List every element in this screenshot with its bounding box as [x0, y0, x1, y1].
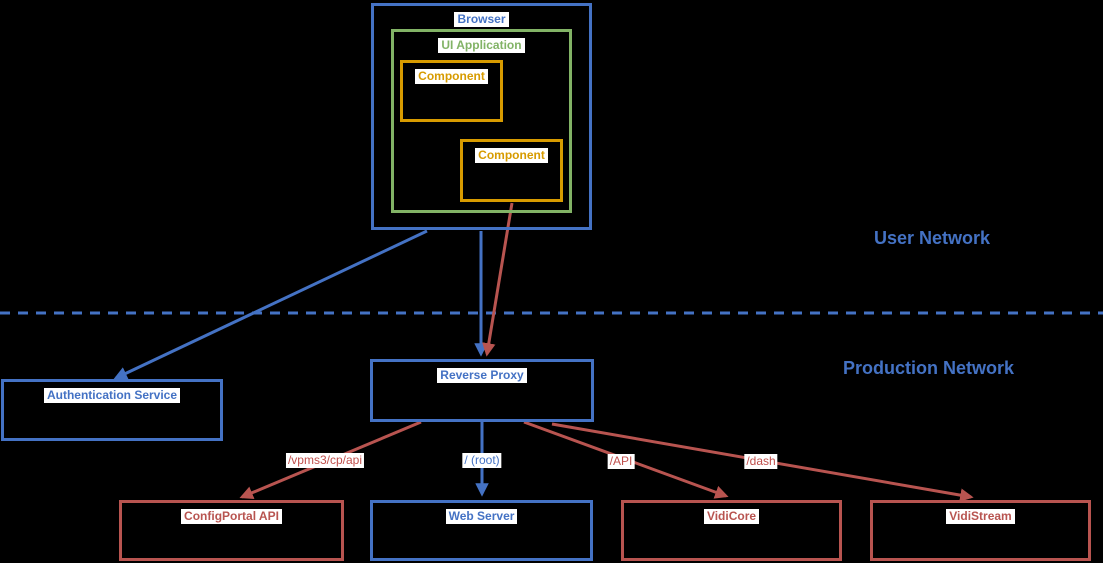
vidicore-node: VidiCore [621, 500, 842, 561]
edge-label-vpms3-cp-api: /vpms3/cp/api [285, 453, 365, 468]
production-network-zone-label: Production Network [843, 358, 1015, 378]
configportal-api-title: ConfigPortal API [122, 507, 341, 525]
ui-application-title: UI Application [394, 36, 569, 54]
browser-title: Browser [374, 10, 589, 28]
reverse-proxy-label: Reverse Proxy [437, 368, 527, 383]
component-bottom-label: Component [475, 148, 548, 163]
configportal-api-node: ConfigPortal API [119, 500, 344, 561]
web-server-label: Web Server [445, 509, 518, 524]
browser-node: Browser [371, 3, 592, 230]
reverse-proxy-title: Reverse Proxy [373, 366, 591, 384]
vidistream-label: VidiStream [946, 509, 1015, 524]
ui-application-node: UI Application [391, 29, 572, 213]
component-top-title: Component [403, 67, 500, 85]
edge-label-root: / (root) [462, 453, 502, 468]
browser-label: Browser [454, 12, 509, 27]
web-server-node: Web Server [370, 500, 593, 561]
component-top-label: Component [415, 69, 488, 84]
edge-label-dash: /dash [744, 454, 778, 469]
edge-label-api: /API [607, 454, 635, 469]
user-network-zone-label: User Network [874, 228, 991, 248]
authentication-service-node: Authentication Service [1, 379, 223, 441]
vidistream-title: VidiStream [873, 507, 1088, 525]
ui-application-label: UI Application [438, 38, 525, 53]
vidicore-label: VidiCore [703, 509, 760, 524]
component-top-node: Component [400, 60, 503, 122]
component-bottom-title: Component [463, 146, 560, 164]
vidistream-node: VidiStream [870, 500, 1091, 561]
reverse-proxy-node: Reverse Proxy [370, 359, 594, 422]
authentication-service-label: Authentication Service [43, 388, 181, 403]
arrow-browser-to-authservice [113, 229, 428, 380]
vidicore-title: VidiCore [624, 507, 839, 525]
web-server-title: Web Server [373, 507, 590, 525]
component-bottom-node: Component [460, 139, 563, 202]
authentication-service-title: Authentication Service [4, 386, 220, 404]
configportal-api-label: ConfigPortal API [181, 509, 282, 524]
